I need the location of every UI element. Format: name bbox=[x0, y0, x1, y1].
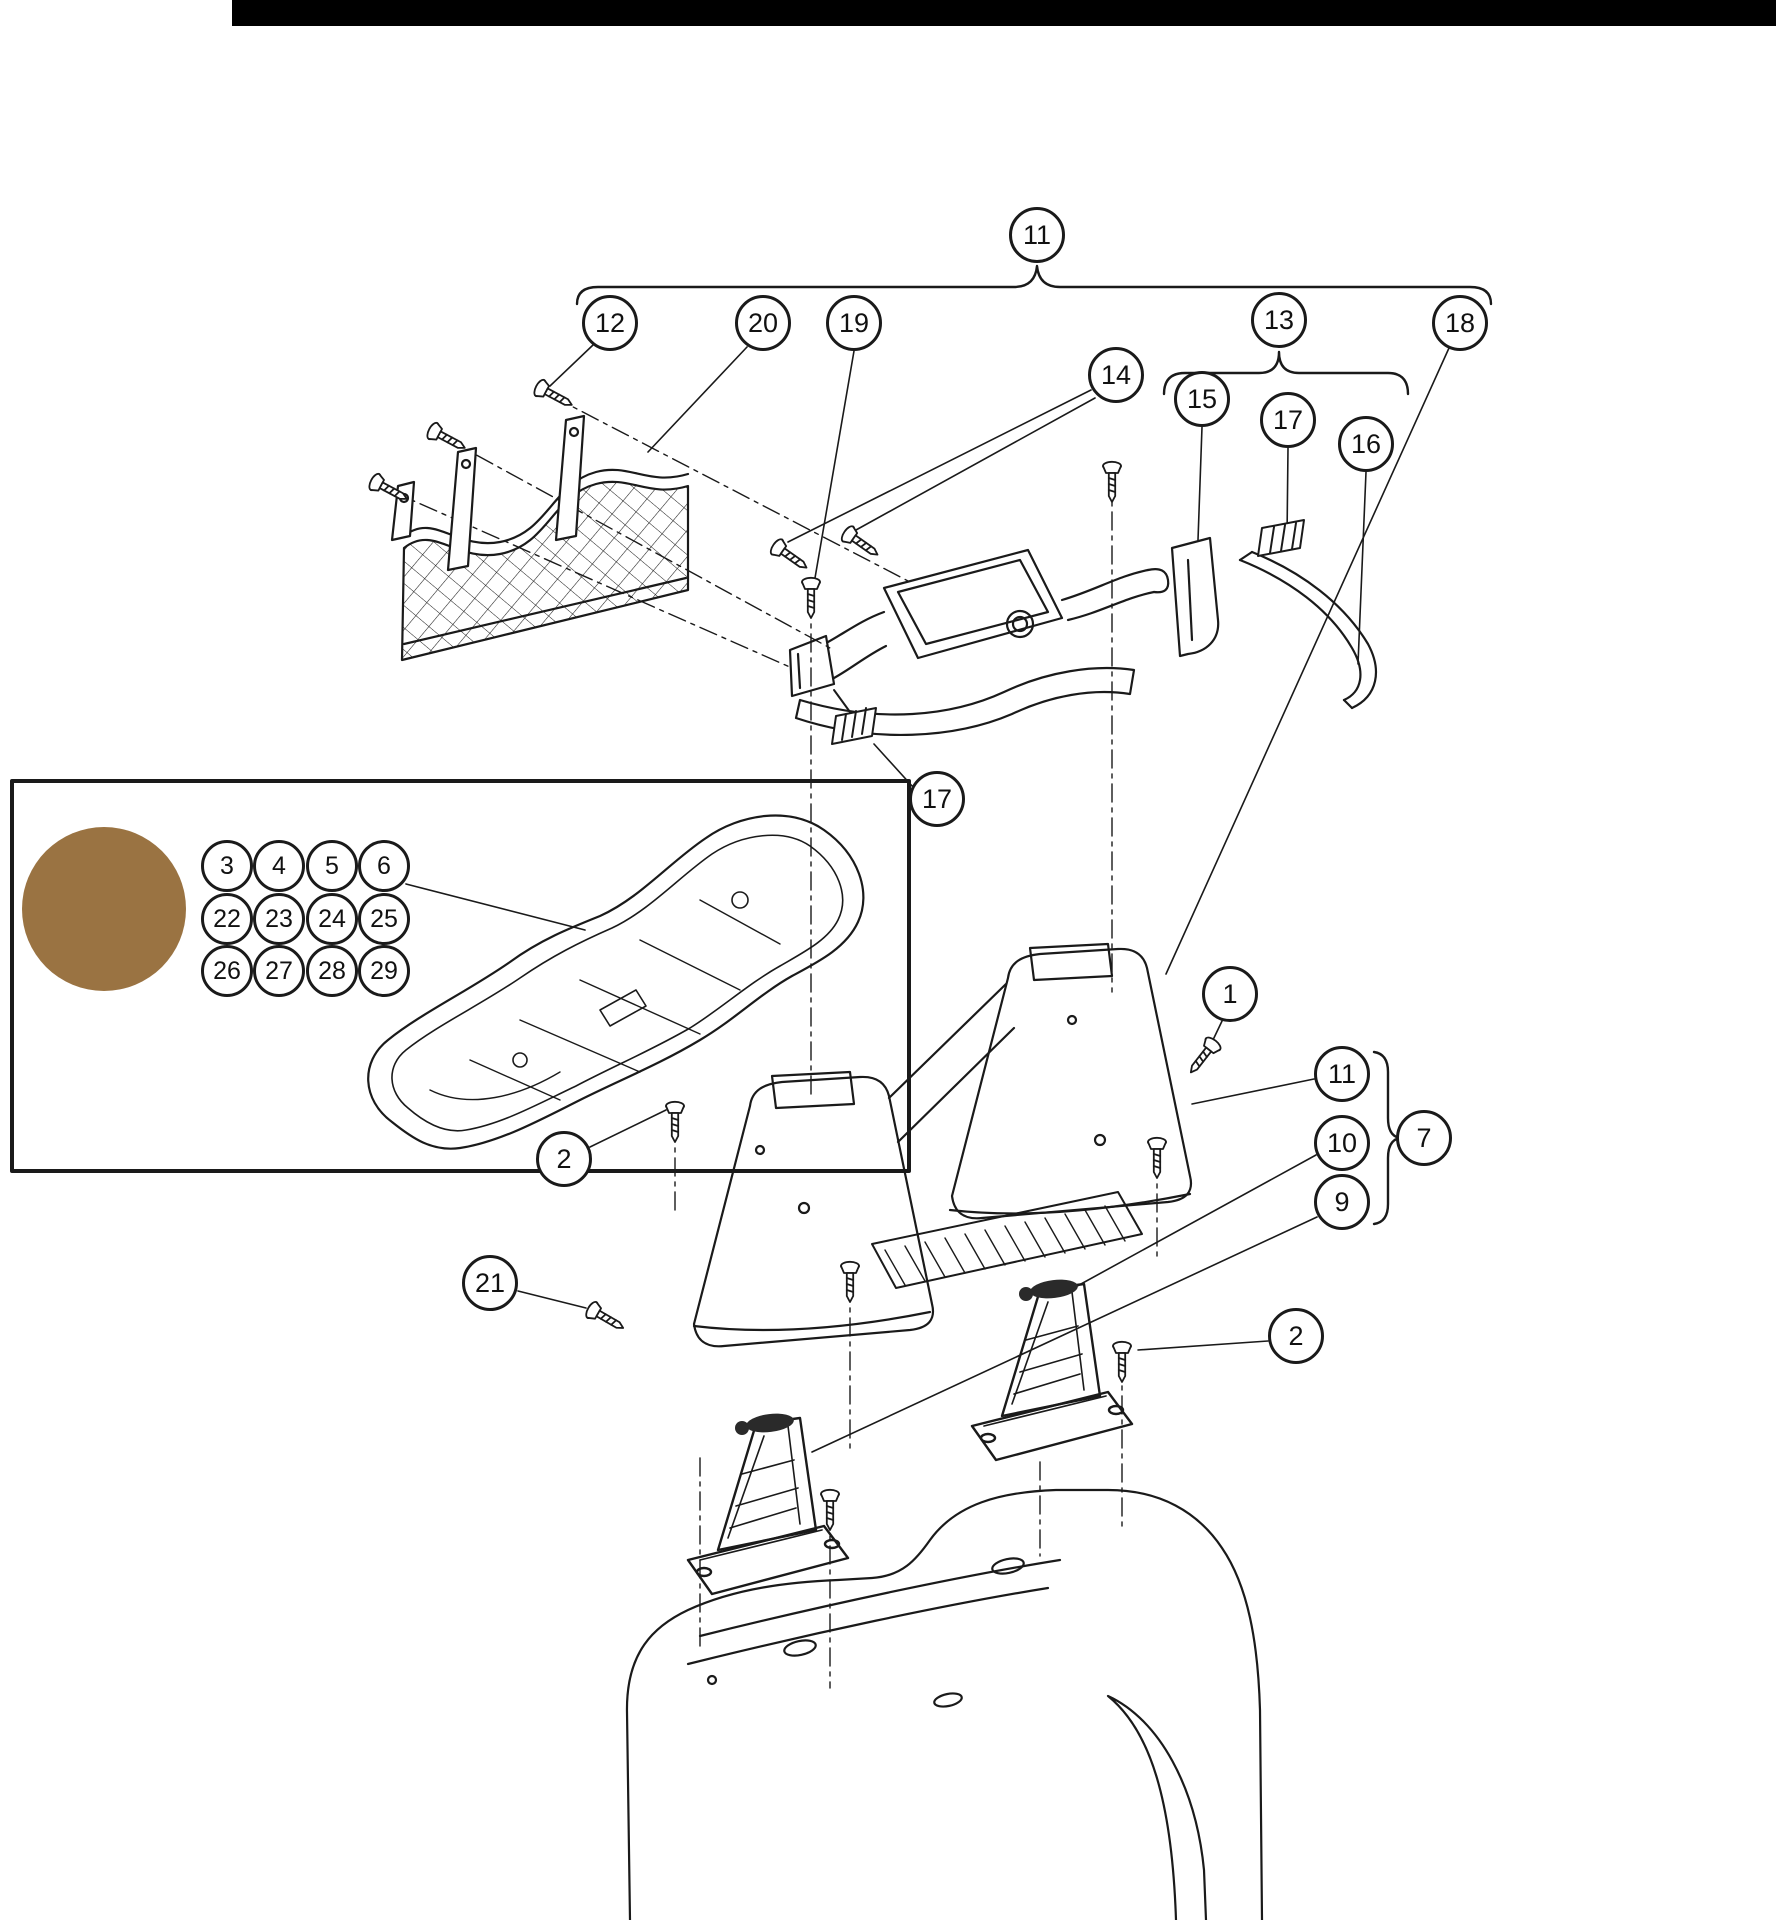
callout-29: 29 bbox=[358, 945, 410, 997]
retainer-clip-top bbox=[1257, 519, 1305, 557]
callout-6: 6 bbox=[358, 840, 410, 892]
callout-20: 20 bbox=[735, 295, 791, 351]
callout-13: 13 bbox=[1251, 292, 1307, 348]
screw-deck bbox=[840, 1260, 860, 1303]
screw-12 bbox=[531, 377, 578, 414]
callout-17-mid: 17 bbox=[909, 771, 965, 827]
callout-10: 10 bbox=[1314, 1115, 1370, 1171]
callout-17-top: 17 bbox=[1260, 392, 1316, 448]
seat-support-right bbox=[948, 942, 1193, 1220]
callout-5: 5 bbox=[306, 840, 358, 892]
strap bbox=[1238, 550, 1378, 710]
screw-1 bbox=[1182, 1034, 1224, 1079]
screw-2-left bbox=[665, 1100, 685, 1143]
hinge-bracket-right bbox=[970, 1279, 1134, 1462]
ribbed-deck bbox=[871, 1191, 1143, 1289]
callout-7: 7 bbox=[1396, 1110, 1452, 1166]
screw-21 bbox=[582, 1299, 629, 1337]
callout-11-right: 11 bbox=[1314, 1046, 1370, 1102]
callout-27: 27 bbox=[253, 945, 305, 997]
callout-14: 14 bbox=[1088, 347, 1144, 403]
callout-21: 21 bbox=[462, 1255, 518, 1311]
cargo-net-panel bbox=[390, 414, 690, 662]
screw-19 bbox=[801, 576, 821, 619]
callout-23: 23 bbox=[253, 893, 305, 945]
callout-2-left: 2 bbox=[536, 1131, 592, 1187]
callout-19: 19 bbox=[826, 295, 882, 351]
screw-14a bbox=[767, 536, 813, 577]
screw-bracket-left bbox=[820, 1488, 840, 1531]
top-black-bar bbox=[232, 0, 1776, 26]
callout-18: 18 bbox=[1432, 295, 1488, 351]
callout-2-right: 2 bbox=[1268, 1308, 1324, 1364]
screw-support-right bbox=[1147, 1136, 1167, 1179]
callout-11-top: 11 bbox=[1009, 207, 1065, 263]
callout-24: 24 bbox=[306, 893, 358, 945]
callout-28: 28 bbox=[306, 945, 358, 997]
callout-3: 3 bbox=[201, 840, 253, 892]
callout-9: 9 bbox=[1314, 1174, 1370, 1230]
screw-tray-vertical bbox=[1102, 460, 1122, 503]
callout-26: 26 bbox=[201, 945, 253, 997]
callout-25: 25 bbox=[358, 893, 410, 945]
vehicle-body bbox=[625, 1488, 1264, 1920]
callout-22: 22 bbox=[201, 893, 253, 945]
seat-bottom-pan bbox=[367, 814, 865, 1150]
callout-16: 16 bbox=[1338, 416, 1394, 472]
inset-detail-box bbox=[10, 779, 911, 1173]
screw-2-right bbox=[1112, 1340, 1132, 1383]
callout-4: 4 bbox=[253, 840, 305, 892]
callout-12: 12 bbox=[582, 295, 638, 351]
color-swatch bbox=[22, 827, 186, 991]
callout-15: 15 bbox=[1174, 371, 1230, 427]
retainer-clip-mid bbox=[831, 689, 877, 745]
hinge-bracket-left bbox=[686, 1413, 850, 1596]
armrest-tray-assembly bbox=[788, 536, 1220, 737]
callout-1: 1 bbox=[1202, 966, 1258, 1022]
